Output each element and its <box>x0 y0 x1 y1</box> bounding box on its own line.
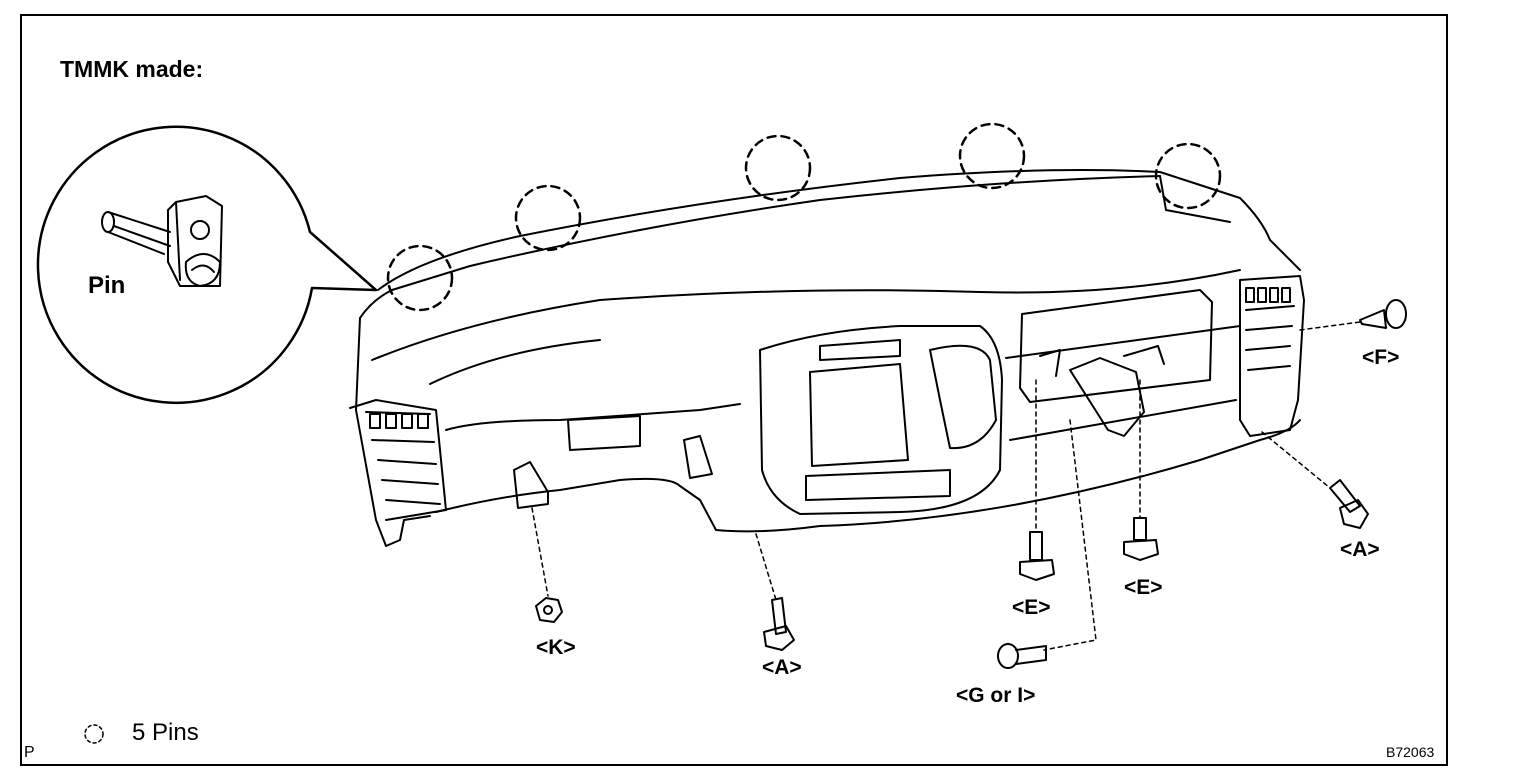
fastener-label-e-mid: <E> <box>1124 576 1163 599</box>
screw-f-icon <box>1359 299 1407 329</box>
fastener-label-a-bottom: <A> <box>762 656 802 679</box>
diagram-frame <box>20 14 1448 766</box>
fastener-label-e-left: <E> <box>1012 596 1051 619</box>
legend-pin-icon <box>84 724 104 744</box>
pin-location-circle <box>1154 142 1222 210</box>
pin-location-circle <box>386 244 454 312</box>
bolt-a-bottom-icon <box>763 597 795 651</box>
fastener-label-f: <F> <box>1362 346 1400 369</box>
nut-k-icon <box>535 597 563 623</box>
legend-text: 5 Pins <box>132 719 199 746</box>
pin-location-circle <box>514 184 582 252</box>
pin-detail-magnifier <box>36 125 378 405</box>
diagram-title: TMMK made: <box>60 56 204 82</box>
screw-g-or-i-icon <box>997 643 1047 669</box>
fastener-label-g-or-i: <G or I> <box>956 684 1036 707</box>
bolt-e-mid-icon <box>1123 517 1159 561</box>
pin-location-circle <box>958 122 1026 190</box>
fastener-label-k: <K> <box>536 636 576 659</box>
bolt-e-left-icon <box>1019 531 1055 581</box>
pin-location-circle <box>744 134 812 202</box>
pin-label: Pin <box>88 272 126 299</box>
corner-mark: P <box>24 744 35 761</box>
fastener-label-a-right: <A> <box>1340 538 1380 561</box>
figure-code: B72063 <box>1386 744 1435 760</box>
instrument-panel <box>349 169 1305 547</box>
bolt-a-right-icon <box>1329 479 1369 529</box>
pin-clip-icon <box>101 195 223 287</box>
